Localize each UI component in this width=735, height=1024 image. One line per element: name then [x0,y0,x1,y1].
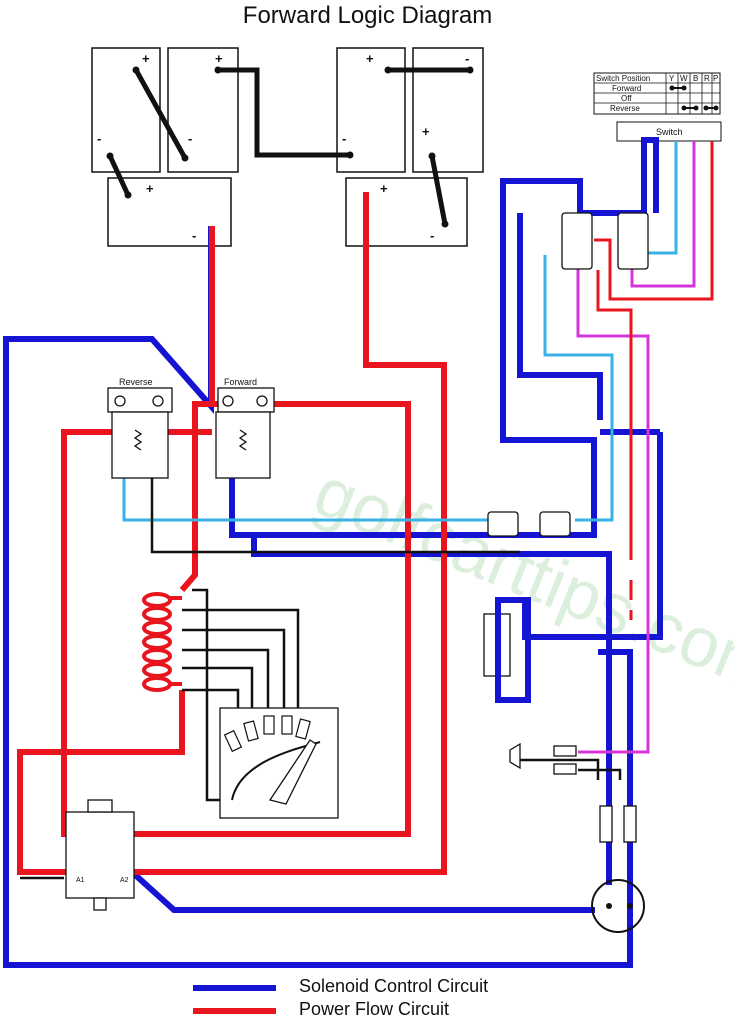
svg-text:Switch Position: Switch Position [596,74,650,83]
svg-text:+: + [146,181,154,196]
svg-text:+: + [215,51,223,66]
svg-text:-: - [465,51,469,66]
red-thin-wires [594,141,714,620]
svg-text:Y: Y [669,74,675,83]
battery-terminal-labels: + - + - + - - + - + + - [97,51,469,243]
legend-power-label: Power Flow Circuit [299,999,450,1019]
svg-text:+: + [422,124,430,139]
svg-text:+: + [380,181,388,196]
svg-text:-: - [192,228,196,243]
svg-text:+: + [142,51,150,66]
switch-connectors [487,212,649,537]
battery-pack [91,47,484,247]
power-flow-circuit [17,192,447,875]
svg-text:A1: A1 [76,877,85,884]
battery-1 [91,47,161,173]
svg-text:B: B [693,74,698,83]
legend [193,985,276,1014]
controller [483,597,531,703]
svg-text:R: R [704,74,710,83]
svg-text:-: - [342,131,346,146]
svg-text:Forward: Forward [612,84,641,93]
motor-fuses [599,805,637,843]
battery-posts [106,66,474,228]
battery-5 [412,47,484,173]
reverse-buzzer [509,742,577,775]
diagram-title: Forward Logic Diagram [242,2,493,29]
svg-text:Reverse: Reverse [610,104,640,113]
svg-text:-: - [97,131,101,146]
svg-text:Reverse: Reverse [119,377,153,387]
svg-text:P: P [713,74,718,83]
svg-text:Forward: Forward [224,377,257,387]
forward-solenoid: Forward [215,377,275,479]
svg-text:W: W [680,74,688,83]
reverse-solenoid: Reverse [107,377,173,479]
key-switch: Switch [616,121,722,142]
svg-text:-: - [188,131,192,146]
svg-text:+: + [366,51,374,66]
battery-jumpers [107,67,473,227]
svg-text:Switch: Switch [656,127,683,137]
magenta-wires [576,141,696,754]
svg-text:Off: Off [621,94,632,103]
speed-switch-box [219,707,339,819]
battery-2 [167,47,239,173]
motor-controller: A1 A2 [65,799,135,911]
svg-text:A2: A2 [120,877,129,884]
watermark: golfcarttips.com [304,452,735,708]
svg-text:-: - [430,228,434,243]
field-coil [142,592,182,692]
legend-control-label: Solenoid Control Circuit [299,976,489,996]
motor [591,879,645,933]
switch-position-table: Switch Position Y W B R P Forward Off Re… [593,72,721,115]
